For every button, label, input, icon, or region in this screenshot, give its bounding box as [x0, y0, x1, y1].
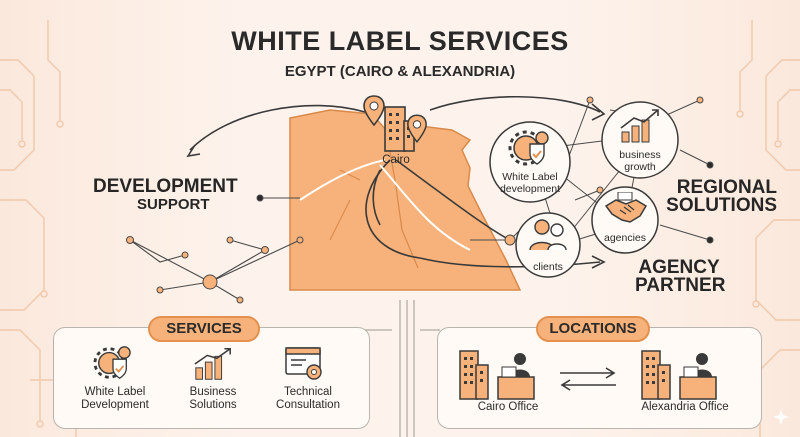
city-label: Cairo: [382, 154, 410, 166]
page-subtitle: EGYPT (CAIRO & ALEXANDRIA): [284, 63, 516, 80]
white-label-node-label: White Label development: [499, 171, 561, 195]
handshake-icon: [604, 192, 648, 226]
service-business-solutions: Business Solutions: [189, 386, 237, 411]
office-building-icon: [458, 345, 538, 401]
support-subheading: SUPPORT: [137, 196, 210, 213]
solutions-subheading: SOLUTIONS: [666, 195, 777, 216]
map-pin-icon: [362, 95, 386, 127]
sparkle-icon: [772, 408, 790, 426]
page-title: WHITE LABEL SERVICES: [231, 26, 569, 56]
business-growth-node-label: business growth: [619, 149, 661, 173]
agency-heading: AGENCY: [638, 257, 720, 278]
service-white-label-development: White Label Development: [81, 386, 149, 411]
growth-chart-icon: [618, 108, 662, 144]
gear-shield-icon: [508, 128, 552, 168]
flow-arrows: [186, 95, 606, 269]
locations-title: LOCATIONS: [536, 316, 650, 342]
location-cairo-office: Cairo Office: [477, 401, 539, 413]
development-heading: DEVELOPMENT: [93, 176, 238, 197]
service-technical-consultation: Technical Consultation: [276, 386, 340, 411]
flow-arrows-white: [299, 159, 471, 251]
regional-heading: REGIONAL: [676, 177, 777, 198]
office-building-icon: [640, 345, 720, 401]
people-icon: [526, 218, 570, 252]
map-pin-icon: [406, 114, 428, 144]
agencies-node-label: agencies: [603, 232, 647, 244]
node-white-label: [489, 121, 571, 203]
bar-chart-icon: [192, 346, 234, 382]
gear-shield-icon: [92, 344, 134, 382]
browser-gear-icon: [284, 346, 326, 382]
node-business-growth: [601, 101, 679, 179]
partner-subheading: PARTNER: [635, 275, 726, 296]
location-alexandria-office: Alexandria Office: [641, 401, 729, 413]
exchange-arrows-icon: [556, 366, 620, 392]
clients-node-label: clients: [533, 261, 563, 273]
services-title: SERVICES: [148, 316, 260, 342]
